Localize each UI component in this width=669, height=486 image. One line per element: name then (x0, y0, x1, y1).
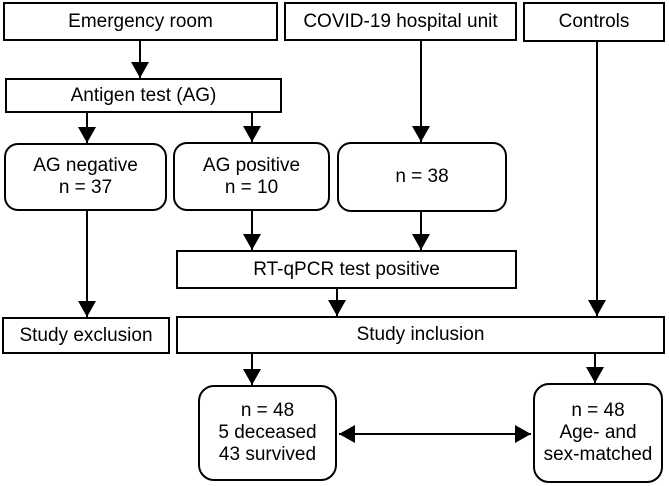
box-emergency-room-label: Emergency room (68, 10, 213, 32)
box-control-cohort-line2: Age- and (559, 422, 637, 443)
box-hospital-unit-n-line1: n = 38 (395, 166, 449, 187)
box-control-cohort-line1: n = 48 (571, 400, 625, 421)
box-ag-negative-line1: AG negative (33, 155, 138, 176)
box-er-covid-cohort: n = 48 5 deceased 43 survived (198, 385, 337, 481)
box-study-inclusion-label: Study inclusion (356, 324, 485, 345)
box-control-cohort: n = 48 Age- and sex-matched (533, 383, 663, 483)
box-rt-qpcr-positive-label: RT-qPCR test positive (253, 258, 440, 280)
box-study-exclusion: Study exclusion (2, 317, 170, 354)
box-study-inclusion: Study inclusion (176, 316, 665, 354)
box-er-covid-cohort-line3: 43 survived (218, 444, 317, 465)
box-ag-positive-line2: n = 10 (224, 176, 279, 198)
box-er-covid-cohort-line1: n = 48 (240, 400, 295, 421)
box-antigen-test: Antigen test (AG) (5, 78, 282, 113)
box-emergency-room: Emergency room (3, 2, 278, 41)
box-ag-positive: AG positive n = 10 (173, 142, 330, 211)
box-ag-positive-line1: AG positive (202, 154, 301, 176)
box-er-covid-cohort-line2: 5 deceased (218, 422, 317, 443)
box-covid-hospital-unit: COVID-19 hospital unit (284, 2, 517, 41)
box-covid-hospital-unit-label: COVID-19 hospital unit (303, 10, 498, 32)
box-ag-negative: AG negative n = 37 (4, 143, 167, 211)
box-hospital-unit-n: n = 38 (337, 142, 507, 212)
box-ag-negative-line2: n = 37 (58, 177, 113, 198)
box-antigen-test-label: Antigen test (AG) (70, 84, 217, 106)
box-control-cohort-line3: sex-matched (543, 444, 653, 465)
box-controls: Controls (523, 2, 665, 42)
box-rt-qpcr-positive: RT-qPCR test positive (176, 250, 517, 289)
box-controls-label: Controls (558, 11, 630, 32)
box-study-exclusion-label: Study exclusion (19, 324, 153, 346)
